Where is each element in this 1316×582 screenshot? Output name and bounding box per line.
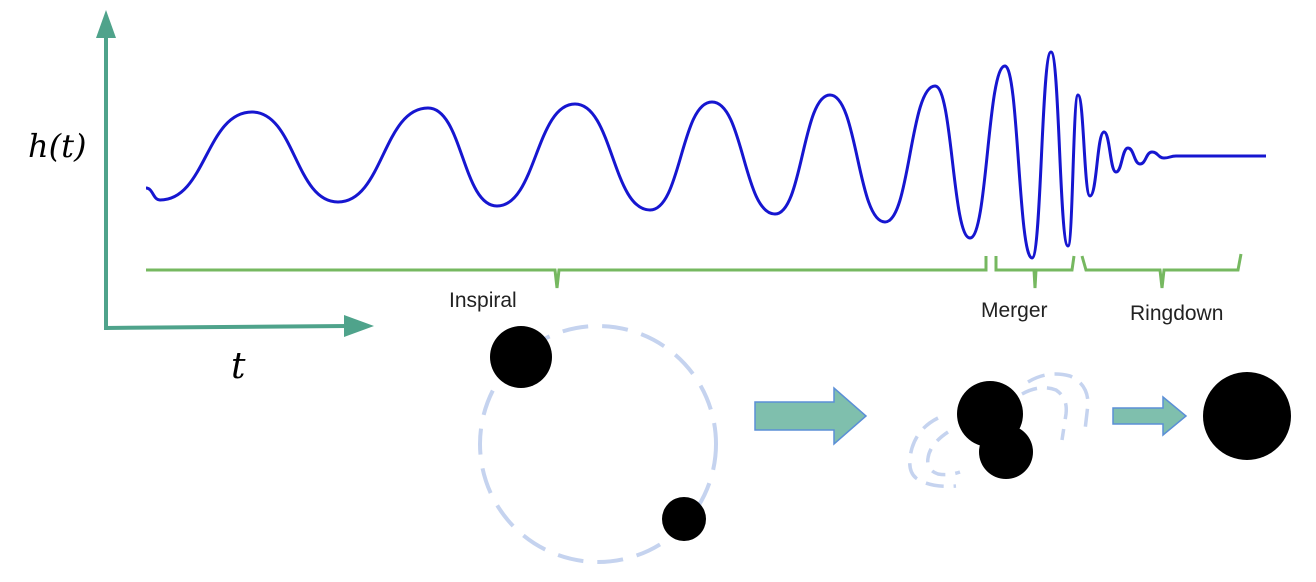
y-axis-label: h(t) [28, 127, 86, 165]
merging-black-hole-small [979, 425, 1033, 479]
final-black-hole [1203, 372, 1291, 460]
waveform-curve [145, 50, 1266, 260]
x-axis-line [103, 324, 349, 330]
x-axis-arrowhead [344, 315, 374, 337]
transition-arrow-1 [754, 386, 868, 446]
ringdown-bracket [1080, 253, 1243, 289]
axes: h(t) t [28, 10, 374, 387]
inspiral-label: Inspiral [449, 289, 517, 312]
merger-label: Merger [981, 299, 1048, 322]
phase-brackets: Inspiral Merger Ringdown [146, 253, 1243, 325]
orbit-ring [478, 324, 718, 564]
ringdown-label: Ringdown [1130, 302, 1223, 325]
merger-bracket [994, 255, 1076, 289]
merger-illustration [908, 372, 1090, 489]
merger-wave-trail-4 [925, 430, 961, 477]
x-axis-label: t [231, 346, 246, 387]
inspiral-orbit-illustration [478, 324, 718, 564]
merger-wave-trail-3 [908, 416, 957, 489]
black-hole-small [662, 497, 706, 541]
inspiral-bracket [146, 256, 988, 289]
merger-wave-trail-1 [1027, 372, 1090, 431]
y-axis-arrowhead [96, 10, 116, 38]
transition-arrow-2 [1112, 395, 1188, 437]
black-hole-large [490, 326, 552, 388]
merger-wave-trail-2 [1021, 386, 1069, 441]
